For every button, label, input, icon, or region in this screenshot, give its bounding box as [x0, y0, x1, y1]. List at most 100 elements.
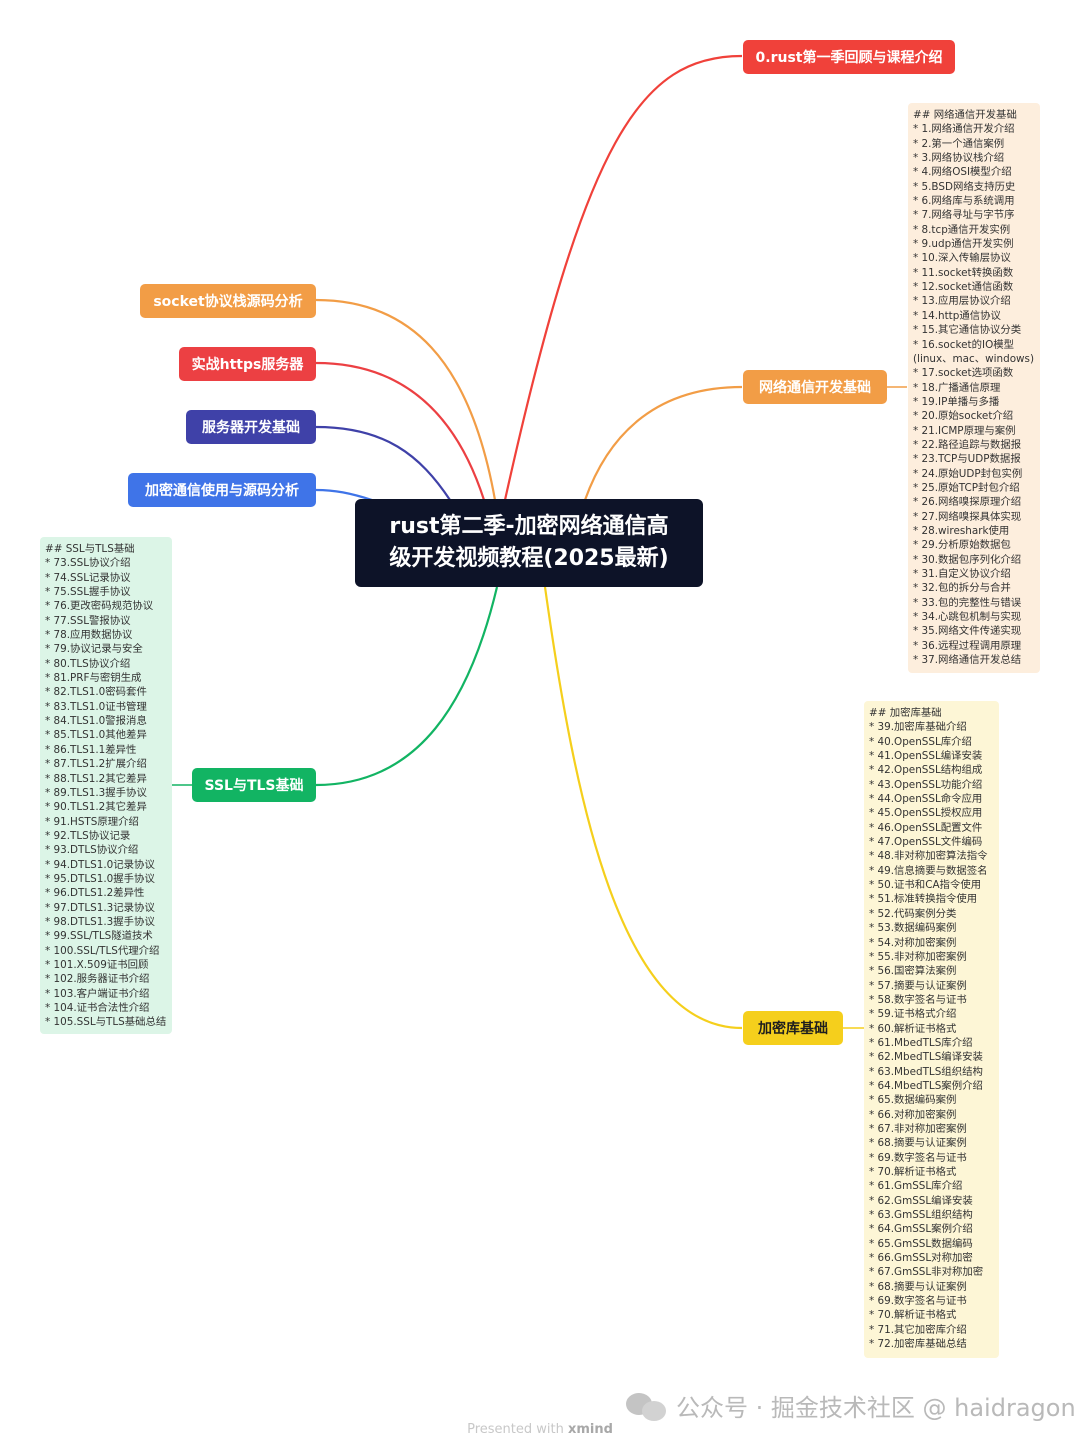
note-line: * 44.OpenSSL命令应用	[869, 793, 983, 806]
note-line: * 80.TLS协议介绍	[45, 657, 131, 670]
note-line: * 64.MbedTLS案例介绍	[869, 1079, 983, 1092]
note-line: * 68.摘要与认证案例	[869, 1137, 967, 1150]
topic-crypto-lib[interactable]: 加密库基础	[743, 1011, 843, 1045]
topic-network-basics[interactable]: 网络通信开发基础	[743, 370, 887, 404]
note-line: * 20.原始socket介绍	[913, 410, 1014, 423]
note-line: * 17.socket选项函数	[913, 367, 1014, 380]
watermark-text: 公众号 · 掘金技术社区 @ haidragon	[676, 1394, 1076, 1422]
note-line: * 100.SSL/TLS代理介绍	[45, 944, 160, 957]
note-line: * 59.证书格式介绍	[869, 1008, 957, 1021]
note-line: * 65.数据编码案例	[869, 1094, 957, 1107]
note-line: * 55.非对称加密案例	[869, 950, 967, 963]
topic-intro[interactable]: 0.rust第一季回顾与课程介绍	[743, 40, 955, 74]
topic-server-basics[interactable]: 服务器开发基础	[186, 410, 316, 444]
note-line: * 58.数字签名与证书	[869, 993, 967, 1006]
note-line: * 12.socket通信函数	[913, 281, 1014, 294]
note-line: * 62.MbedTLS编译安装	[869, 1051, 983, 1064]
note-line: ## 加密库基础	[869, 707, 942, 719]
note-line: * 46.OpenSSL配置文件	[869, 821, 983, 834]
topic-ssl-tls[interactable]: SSL与TLS基础	[192, 768, 316, 802]
note-line: * 65.GmSSL数据编码	[869, 1237, 973, 1250]
note-line: * 96.DTLS1.2差异性	[45, 887, 145, 900]
topic-socket-source-analysis[interactable]: socket协议栈源码分析	[140, 284, 316, 318]
footer-prefix: Presented with	[467, 1422, 568, 1437]
footer-credit: Presented with xmind	[0, 1422, 1080, 1437]
note-line: * 1.网络通信开发介绍	[913, 123, 1015, 136]
note-line: * 35.网络文件传递实现	[913, 625, 1022, 638]
note-line: ## SSL与TLS基础	[45, 543, 135, 555]
note-line: * 51.标准转换指令使用	[869, 893, 978, 906]
note-line: * 11.socket转换函数	[913, 266, 1014, 279]
note-line: * 2.第一个通信案例	[913, 137, 1005, 150]
note-line: * 99.SSL/TLS隧道技术	[45, 930, 153, 943]
note-line: ## 网络通信开发基础	[913, 109, 1017, 121]
note-line: * 60.解析证书格式	[869, 1022, 957, 1035]
note-line: * 79.协议记录与安全	[45, 643, 143, 656]
note-line: * 69.数字签名与证书	[869, 1151, 967, 1164]
note-line: * 24.原始UDP封包实例	[913, 467, 1023, 480]
note-line: * 70.解析证书格式	[869, 1166, 957, 1178]
note-line: * 74.SSL记录协议	[45, 571, 131, 584]
note-line: * 73.SSL协议介绍	[45, 557, 131, 570]
note-line: * 93.DTLS协议介绍	[45, 844, 139, 857]
link-network	[583, 385, 743, 501]
topic-crypto-usage[interactable]: 加密通信使用与源码分析	[128, 473, 316, 507]
note-line: * 40.OpenSSL库介绍	[869, 735, 972, 748]
note-line: * 26.网络嗅探原理介绍	[913, 496, 1022, 509]
note-line: * 16.socket的IO模型	[913, 338, 1015, 351]
note-line: * 68.摘要与认证案例	[869, 1280, 967, 1293]
note-line: * 70.解析证书格式	[869, 1309, 957, 1322]
note-line: * 47.OpenSSL文件编码	[869, 836, 983, 849]
note-line: * 9.udp通信开发实例	[913, 238, 1014, 251]
link-crypto-use	[315, 488, 373, 502]
note-ssl-tls: ## SSL与TLS基础* 73.SSL协议介绍* 74.SSL记录协议* 75…	[40, 537, 172, 1034]
note-line: * 57.摘要与认证案例	[869, 979, 967, 992]
note-line: * 66.对称加密案例	[869, 1108, 957, 1121]
note-line: * 91.HSTS原理介绍	[45, 815, 139, 828]
note-line: * 67.GmSSL非对称加密	[869, 1266, 984, 1279]
note-crypto-lib: ## 加密库基础* 39.加密库基础介绍* 40.OpenSSL库介绍* 41.…	[864, 701, 999, 1358]
note-line: * 53.数据编码案例	[869, 922, 957, 935]
link-https	[315, 361, 486, 501]
note-line: * 105.SSL与TLS基础总结	[45, 1016, 167, 1029]
note-line: * 25.原始TCP封包介绍	[913, 481, 1020, 494]
note-line: * 18.广播通信原理	[913, 381, 1001, 394]
note-line: * 103.客户端证书介绍	[45, 987, 150, 1000]
note-line: * 90.TLS1.2其它差异	[45, 801, 147, 814]
note-line: * 94.DTLS1.0记录协议	[45, 858, 155, 871]
note-line: * 3.网络协议栈介绍	[913, 152, 1005, 165]
note-network-basics: ## 网络通信开发基础 * 1.网络通信开发介绍* 2.第一个通信案例 * 3.网络…	[908, 103, 1040, 673]
note-line: * 22.路径追踪与数据报	[913, 438, 1022, 451]
note-line: * 4.网络OSI模型介绍	[913, 166, 1012, 179]
link-socket-src	[315, 298, 497, 501]
root-topic[interactable]: rust第二季-加密网络通信高 级开发视频教程(2025最新)	[355, 499, 703, 587]
note-line: * 39.加密库基础介绍	[869, 721, 967, 734]
note-line: * 86.TLS1.1差异性	[45, 743, 137, 756]
note-line: * 77.SSL警报协议	[45, 614, 131, 627]
note-line: * 28.wireshark使用	[913, 524, 1010, 537]
note-line: * 30.数据包序列化介绍	[913, 553, 1022, 566]
topic-https-server[interactable]: 实战https服务器	[179, 347, 316, 381]
note-line: * 89.TLS1.3握手协议	[45, 786, 147, 799]
note-line: * 37.网络通信开发总结	[913, 654, 1022, 667]
note-line: * 33.包的完整性与错误	[913, 596, 1022, 609]
note-line: * 7.网络寻址与字节序	[913, 209, 1015, 222]
note-line: * 27.网络嗅探具体实现	[913, 510, 1022, 523]
note-line: * 61.MbedTLS库介绍	[869, 1036, 973, 1049]
note-line: * 63.GmSSL组织结构	[869, 1209, 973, 1222]
note-line: * 92.TLS协议记录	[45, 829, 131, 842]
note-line: * 69.数字签名与证书	[869, 1295, 967, 1308]
link-intro	[503, 54, 743, 501]
note-line: * 23.TCP与UDP数据报	[913, 453, 1021, 466]
note-line: * 104.证书合法性介绍	[45, 1002, 150, 1014]
note-line: * 8.tcp通信开发实例	[913, 223, 1011, 236]
note-line: * 10.深入传输层协议	[913, 252, 1011, 265]
link-server	[315, 425, 451, 501]
note-line: * 43.OpenSSL功能介绍	[869, 778, 983, 791]
note-line: * 5.BSD网络支持历史	[913, 180, 1016, 193]
note-line: * 52.代码案例分类	[869, 907, 957, 920]
note-line: * 76.更改密码规范协议	[45, 600, 154, 613]
note-line: * 14.http通信协议	[913, 309, 1001, 322]
note-line: * 31.自定义协议介绍	[913, 568, 1011, 580]
link-ssl	[315, 586, 499, 787]
